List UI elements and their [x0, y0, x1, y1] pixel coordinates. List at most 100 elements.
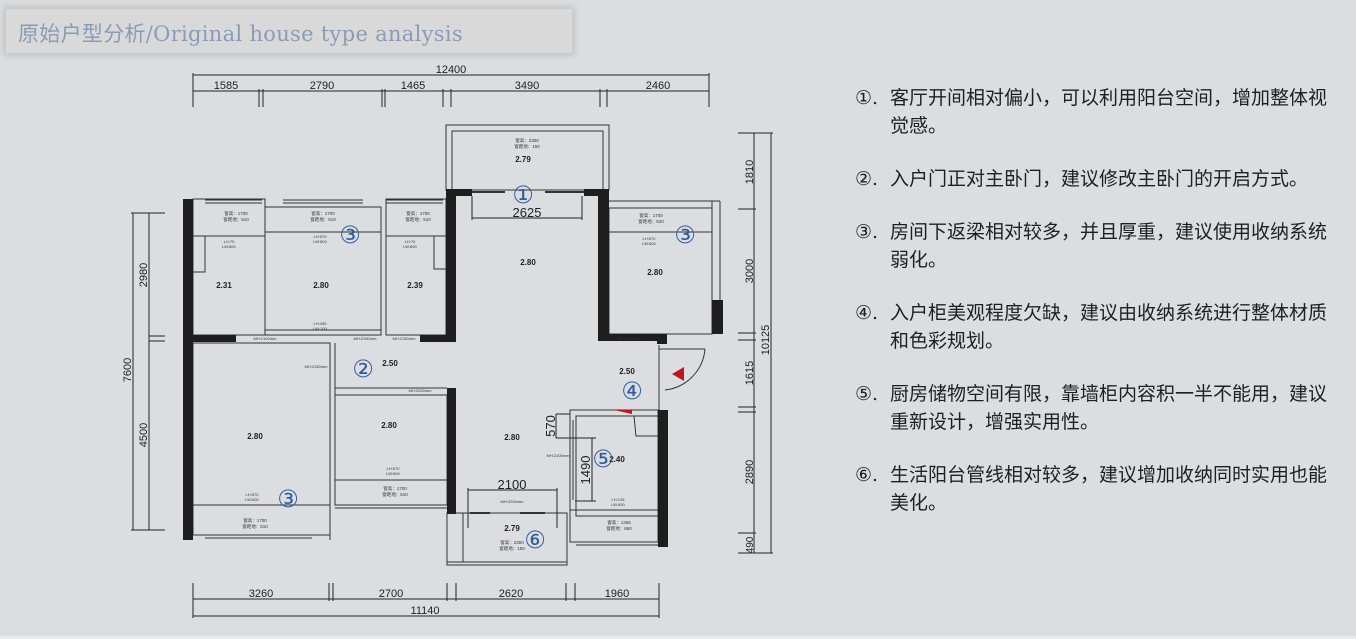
height-label: 2.40 [609, 455, 625, 464]
marker-5: ⑤ [592, 445, 614, 473]
dim-top-total: 12400 [436, 64, 467, 76]
dim-right-total: 10125 [760, 325, 772, 356]
title-banner: 原始户型分析/Original house type analysis [6, 9, 572, 53]
note-number: ②. [855, 168, 879, 190]
height-label: 2.80 [381, 421, 397, 430]
window-note: 窗高：1700 [406, 210, 430, 217]
height-label: 2.80 [520, 258, 536, 267]
window-note: 窗高：1700 [311, 210, 335, 217]
beam-note: LW:600 [642, 241, 656, 246]
dim-top-seg: 2790 [310, 80, 334, 92]
page-title: 原始户型分析/Original house type analysis [18, 22, 463, 46]
dim-right-seg: 1615 [744, 361, 756, 385]
door-note: MH:2200mm [409, 388, 433, 393]
note-text: 生活阳台管线相对较多，建议增加收纳同时实用也能美化。 [890, 464, 1328, 514]
window-note: 窗高：2300 [500, 539, 524, 546]
window-note: 窗距地：860 [606, 525, 632, 532]
height-label: 2.80 [647, 268, 663, 277]
dim-balcony-opening: 2625 [513, 205, 542, 220]
beam-note: LH:570 [643, 236, 657, 241]
window-note: 窗高：1700 [224, 210, 248, 217]
note-text: 客厅开间相对偏小，可以利用阳台空间，增加整体视觉感。 [890, 87, 1328, 137]
note-text: 入户柜美观程度欠缺，建议由收纳系统进行整体材质和色彩规划。 [890, 302, 1328, 352]
walls [183, 189, 723, 547]
dim-top-seg: 3490 [515, 80, 539, 92]
dim-top-seg: 1585 [214, 80, 238, 92]
dim-top-seg: 1465 [401, 80, 425, 92]
height-label: 2.80 [313, 281, 329, 290]
beam-note: LW:600 [245, 497, 259, 502]
window-note: 窗距地：510 [223, 216, 249, 223]
beam-note: LH:570 [314, 234, 328, 239]
window-note: 窗高：1700 [243, 517, 267, 524]
marker-6: ⑥ [524, 526, 546, 554]
beam-note: LW:600 [611, 502, 625, 507]
marker-2: ② [352, 355, 374, 383]
marker-3: ③ [339, 221, 361, 249]
marker-3: ③ [674, 221, 696, 249]
analysis-notes: ①. 客厅开间相对偏小，可以利用阳台空间，增加整体视觉感。 ②. 入户门正对主卧… [855, 84, 1335, 542]
height-label: 2.80 [504, 433, 520, 442]
dim-left-total: 7600 [122, 358, 134, 382]
dim-bottom-total: 11140 [411, 605, 440, 617]
window-note: 窗距地：150 [514, 143, 540, 150]
dim-right-seg: 490 [745, 536, 756, 553]
door-note: MH:2200mm [501, 499, 525, 504]
height-label: 2.50 [619, 367, 635, 376]
dim-kitchen-depth: 570 [543, 415, 558, 437]
door-note: MH:2150mm [393, 336, 417, 341]
dim-left-seg: 4500 [138, 423, 150, 447]
window-note: 窗高：1365 [607, 519, 631, 526]
beam-note: LH:70 [224, 239, 235, 244]
dim-right-seg: 3000 [744, 259, 756, 283]
beam-note: LH:570 [387, 466, 401, 471]
beam-note: LW:600 [313, 239, 327, 244]
note-number: ⑥. [855, 464, 879, 486]
beam-note: LH:135 [612, 497, 626, 502]
height-label: 2.39 [407, 281, 423, 290]
note-text: 入户门正对主卧门，建议修改主卧门的开启方式。 [890, 168, 1309, 190]
beam-note: LW:600 [386, 471, 400, 476]
window-note: 窗距地：510 [310, 216, 336, 223]
bottom-edge [0, 636, 1356, 639]
note-text: 厨房储物空间有限，靠墙柜内容积一半不能用，建议重新设计，增强实用性。 [890, 383, 1328, 433]
height-label: 2.79 [504, 524, 520, 533]
height-label: 2.80 [247, 432, 263, 441]
window-note: 窗高：2300 [515, 137, 539, 144]
note-item: ⑤. 厨房储物空间有限，靠墙柜内容积一半不能用，建议重新设计，增强实用性。 [855, 380, 1335, 436]
dim-right-seg: 1810 [744, 160, 756, 184]
dim-left-seg: 2980 [138, 263, 150, 287]
dim-bottom-seg: 2620 [499, 588, 523, 600]
marker-4: ④ [621, 377, 643, 405]
floor-plan: 12400 1585 2790 1465 3490 2460 3260 2700… [122, 64, 773, 618]
note-number: ④. [855, 302, 879, 324]
dim-right-seg: 2890 [744, 460, 756, 484]
beam-note: LW:600 [222, 244, 236, 249]
door-note: MH:2150mm [619, 336, 643, 341]
window-note: 窗距地：510 [242, 523, 268, 530]
note-item: ⑥. 生活阳台管线相对较多，建议增加收纳同时实用也能美化。 [855, 461, 1335, 517]
beam-note: LW:100 [313, 326, 327, 331]
door-note: MH:2150mm [305, 364, 329, 369]
beam-note: LH:70 [405, 239, 416, 244]
marker-3: ③ [277, 485, 299, 513]
dim-bottom-seg: 3260 [249, 588, 273, 600]
dimension-lines [131, 73, 773, 618]
note-item: ①. 客厅开间相对偏小，可以利用阳台空间，增加整体视觉感。 [855, 84, 1335, 140]
beam-note: LW:600 [403, 244, 417, 249]
marker-1: ① [512, 181, 534, 209]
note-item: ③. 房间下返梁相对较多，并且厚重，建议使用收纳系统弱化。 [855, 218, 1335, 274]
note-item: ②. 入户门正对主卧门，建议修改主卧门的开启方式。 [855, 165, 1335, 193]
note-number: ③. [855, 221, 879, 243]
beam-note: LH:430 [314, 321, 328, 326]
door-note: MH:2100mm [547, 453, 571, 458]
window-note: 窗高：1700 [383, 485, 407, 492]
dim-top-seg: 2460 [646, 80, 670, 92]
note-text: 房间下返梁相对较多，并且厚重，建议使用收纳系统弱化。 [890, 221, 1328, 271]
note-number: ①. [855, 87, 879, 109]
window-note: 窗距地：520 [638, 218, 664, 225]
dim-service-balcony-opening: 2100 [498, 477, 527, 492]
door-note: MH:2100mm [254, 336, 278, 341]
dim-kitchen-depth: 1490 [578, 456, 593, 485]
window-note: 窗距地：150 [499, 545, 525, 552]
